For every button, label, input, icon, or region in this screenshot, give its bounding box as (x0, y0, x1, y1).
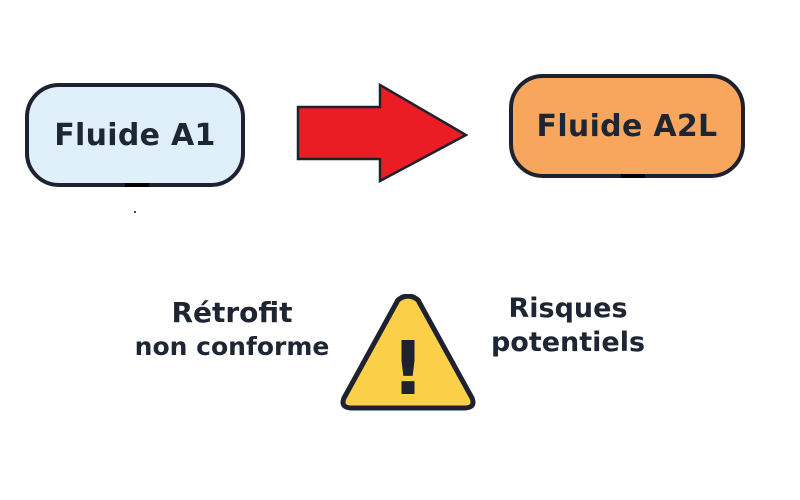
label-retrofit: Rétrofit non conforme (122, 296, 342, 364)
arrow-shape (296, 83, 468, 183)
label-risques: Risques potentiels (470, 292, 666, 360)
exclamation-mark: ! (391, 326, 425, 412)
node-fluide-a1-label: Fluide A1 (54, 117, 216, 153)
label-risques-line2: potentiels (490, 327, 646, 358)
node-fluide-a2l-label: Fluide A2L (536, 108, 718, 144)
label-retrofit-line2: non conforme (134, 332, 330, 361)
speck-mark (134, 211, 136, 213)
warning-triangle-shape (340, 294, 476, 411)
label-risques-line1: Risques (508, 293, 628, 324)
node-fluide-a2l-tick (621, 174, 645, 178)
node-fluide-a1: Fluide A1 (25, 83, 245, 187)
right-arrow-icon (296, 83, 468, 183)
node-fluide-a2l: Fluide A2L (509, 74, 745, 178)
label-retrofit-line1: Rétrofit (171, 296, 293, 329)
warning-triangle-icon: ! (340, 294, 476, 412)
node-fluide-a1-tick (125, 183, 149, 187)
